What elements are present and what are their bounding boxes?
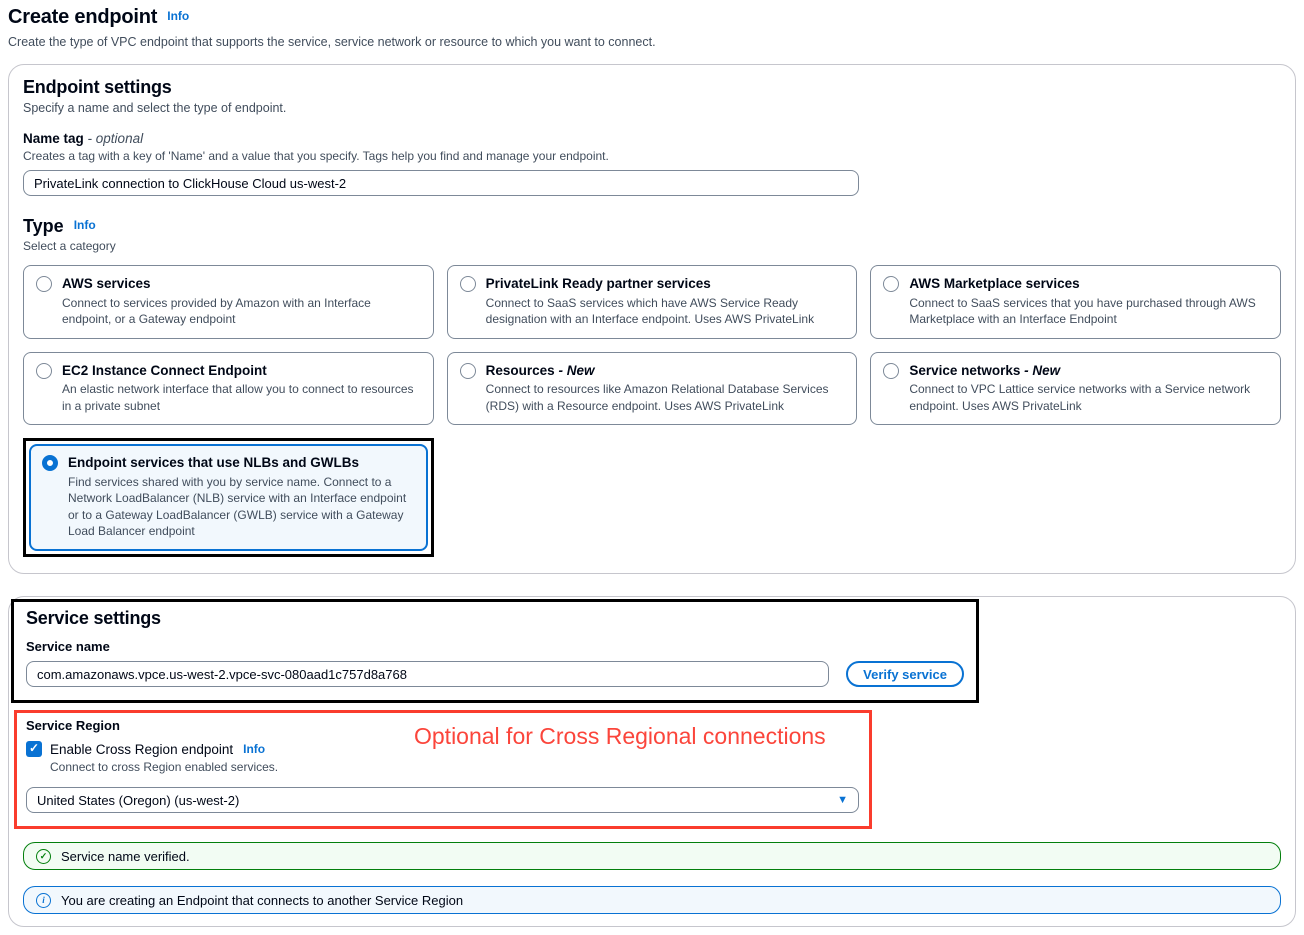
name-tag-label-text: Name tag [23,131,84,146]
tile-new-badge: - New [558,362,595,378]
tile-description: Connect to services provided by Amazon w… [62,295,371,327]
success-check-icon [36,848,51,864]
tile-description: An elastic network interface that allow … [62,382,414,413]
service-settings-heading: Service settings [26,608,161,629]
radio-icon[interactable] [883,276,900,292]
tile-title: PrivateLink Ready partner services [485,276,711,291]
type-info-link[interactable]: Info [73,218,96,232]
radio-icon[interactable] [883,362,900,379]
service-region-select[interactable]: United States (Oregon) (us-west-2) ▼ [26,787,859,814]
name-tag-label: Name tag - optional [23,131,1281,146]
service-name-input[interactable] [26,661,830,688]
page-title: Create endpoint [8,6,158,28]
name-tag-optional-text: - optional [87,131,144,146]
type-heading: Type [23,216,64,236]
chevron-down-icon: ▼ [837,794,848,807]
page-subtitle: Create the type of VPC endpoint that sup… [8,35,656,49]
cross-region-annotation-note: Optional for Cross Regional connections [414,723,826,750]
tile-title: EC2 Instance Connect Endpoint [62,362,267,378]
tile-title-text: Resources [485,362,555,378]
tile-endpoint-services-nlb-gwlb[interactable]: Endpoint services that use NLBs and GWLB… [29,444,428,552]
tile-title: Resources - New [486,362,845,380]
cross-region-checkbox-label: Enable Cross Region endpoint [50,741,234,757]
tile-title: Service networks - New [909,362,1268,380]
tile-ec2-instance-connect[interactable]: EC2 Instance Connect Endpoint An elastic… [23,351,434,426]
radio-icon[interactable] [36,362,52,379]
name-tag-hint: Creates a tag with a key of 'Name' and a… [23,149,609,163]
endpoint-settings-card: Endpoint settings Specify a name and sel… [8,64,1296,575]
tile-aws-marketplace-services[interactable]: AWS Marketplace services Connect to SaaS… [870,265,1281,339]
tile-new-badge: - New [1024,362,1061,378]
checkbox-checked-icon[interactable] [26,741,42,758]
service-name-label: Service name [26,639,110,655]
page-info-link[interactable]: Info [167,9,190,23]
page-header: Create endpoint Info Create the type of V… [8,4,1296,49]
type-option-grid: AWS services Connect to services provide… [23,265,1281,558]
cross-region-info-alert-text: You are creating an Endpoint that connec… [61,892,464,908]
tile-title: AWS services [62,276,151,291]
radio-icon[interactable] [36,276,52,292]
tile-description: Connect to SaaS services which have AWS … [485,295,815,327]
info-circle-icon [36,892,51,908]
radio-checked-icon[interactable] [42,455,58,472]
type-hint: Select a category [23,239,116,253]
cross-region-info-alert: You are creating an Endpoint that connec… [23,886,1281,915]
verify-service-button[interactable]: Verify service [846,661,964,688]
service-region-annotation-frame: Service Region Enable Cross Region endpo… [14,710,872,830]
tile-description: Connect to resources like Amazon Relatio… [485,382,829,413]
tile-resources[interactable]: Resources - New Connect to resources lik… [446,351,858,426]
tile-aws-services[interactable]: AWS services Connect to services provide… [23,265,434,339]
selected-tile-annotation-frame: Endpoint services that use NLBs and GWLB… [23,438,434,558]
tile-title-text: Service networks [909,362,1021,378]
service-region-selected-value: United States (Oregon) (us-west-2) [37,792,240,808]
endpoint-settings-description: Specify a name and select the type of en… [23,101,287,115]
cross-region-info-link[interactable]: Info [243,742,266,757]
service-name-row: Verify service [26,654,964,688]
service-settings-card: Service settings Service name Verify ser… [8,596,1296,928]
service-verified-alert: Service name verified. [23,842,1281,871]
tile-title: AWS Marketplace services [909,276,1080,291]
tile-description: Find services shared with you by service… [68,474,407,539]
tile-privatelink-partner-services[interactable]: PrivateLink Ready partner services Conne… [446,265,858,339]
endpoint-settings-heading: Endpoint settings [23,77,172,97]
tile-title: Endpoint services that use NLBs and GWLB… [68,455,360,471]
tile-service-networks[interactable]: Service networks - New Connect to VPC La… [870,351,1281,426]
service-settings-annotation-frame: Service settings Service name Verify ser… [11,599,979,704]
tile-description: Connect to VPC Lattice service networks … [909,382,1251,413]
tile-description: Connect to SaaS services that you have p… [909,295,1256,327]
radio-icon[interactable] [459,276,476,292]
cross-region-checkbox-hint: Connect to cross Region enabled services… [50,760,279,775]
radio-icon[interactable] [459,362,476,379]
name-tag-input[interactable] [23,170,859,196]
service-verified-alert-text: Service name verified. [61,848,190,864]
